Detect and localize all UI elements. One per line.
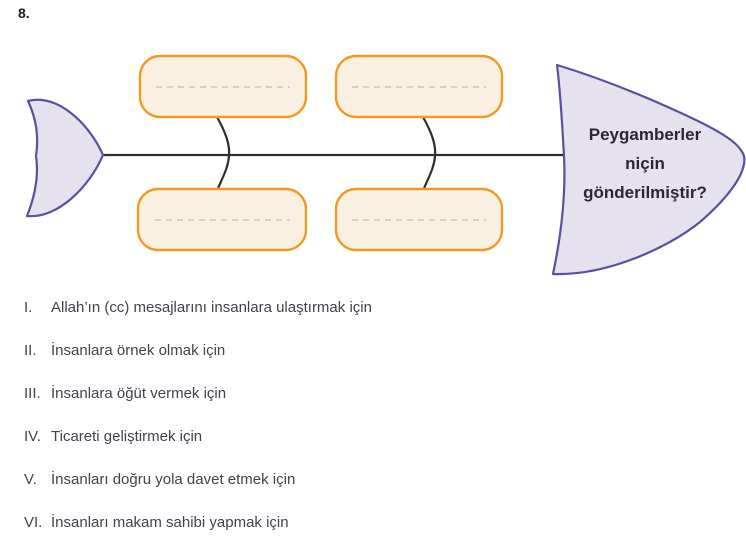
option-text: İnsanları doğru yola davet etmek için (51, 471, 296, 488)
question-number: 8. (18, 5, 30, 21)
cause-box-top-left (138, 54, 308, 119)
cause-box-bottom-right (334, 187, 504, 252)
option-text: İnsanlara örnek olmak için (51, 342, 226, 359)
connector-line-1 (215, 116, 231, 192)
option-item: IV. Ticareti geliştirmek için (24, 427, 714, 446)
option-text: Ticareti geliştirmek için (51, 428, 203, 445)
head-question-text: Peygamberler niçin gönderilmiştir? (583, 125, 707, 202)
connector-line-2 (421, 116, 437, 192)
option-numeral: V. (24, 471, 37, 488)
option-item: III. İnsanlara öğüt vermek için (24, 384, 714, 403)
option-numeral: VI. (24, 514, 43, 531)
option-text: Allah’ın (cc) mesajlarını insanlara ulaş… (51, 299, 372, 316)
option-item: V. İnsanları doğru yola davet etmek için (24, 470, 714, 489)
head-shape (551, 63, 746, 276)
option-numeral: IV. (24, 428, 41, 445)
cause-box-bottom-left (136, 187, 308, 252)
option-numeral: II. (24, 342, 37, 359)
tail-shape (25, 98, 105, 218)
options-list: I. Allah’ın (cc) mesajlarını insanlara u… (24, 298, 714, 532)
fishbone-diagram (25, 54, 746, 276)
cause-box-top-right (334, 54, 504, 119)
option-text: İnsanlara öğüt vermek için (51, 385, 227, 402)
option-item: II. İnsanlara örnek olmak için (24, 341, 714, 360)
option-item: I. Allah’ın (cc) mesajlarını insanlara u… (24, 298, 714, 317)
option-numeral: I. (24, 299, 33, 316)
option-item: VI. İnsanları makam sahibi yapmak için (24, 513, 714, 532)
option-text: İnsanları makam sahibi yapmak için (51, 514, 289, 531)
option-numeral: III. (24, 385, 41, 402)
